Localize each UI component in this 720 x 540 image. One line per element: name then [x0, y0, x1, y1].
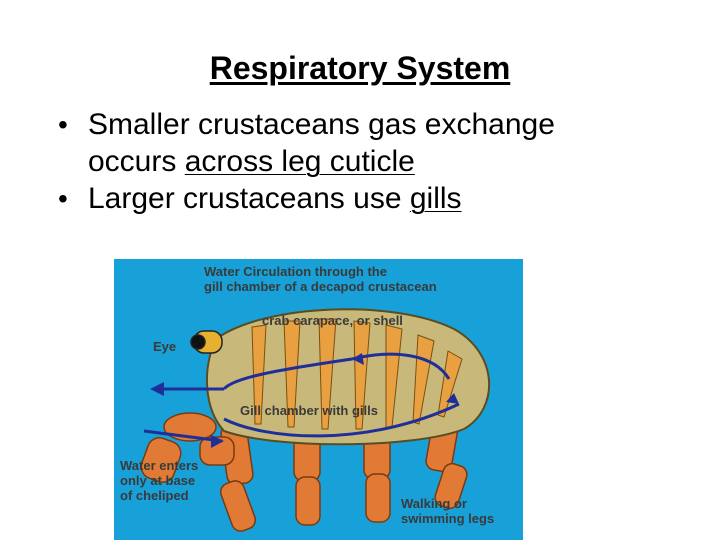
flow-arrow-right — [351, 352, 451, 380]
bullet-item-1: Smaller crustaceans gas exchange occurs … — [58, 106, 698, 180]
arrow-head-out — [150, 382, 164, 396]
water-enters-label: Water enters only at base of cheliped — [120, 458, 198, 503]
leg-4-lower — [434, 462, 468, 510]
figure-heading-line-1: Water Circulation through the — [204, 264, 387, 279]
arrow-head-lower — [446, 393, 459, 404]
eye-ball — [190, 334, 206, 350]
bullet-2-underlined-text: gills — [409, 182, 462, 215]
arrow-head-upper — [352, 353, 364, 365]
bullet-1-line-2-prefix: occurs — [88, 145, 185, 178]
gill-4 — [353, 320, 371, 430]
bullet-item-2: Larger crustaceans use gills — [58, 180, 698, 217]
carapace-label: crab carapace, or shell — [262, 313, 403, 328]
leg-3-lower — [365, 473, 391, 523]
water-flow-arrows — [143, 352, 460, 443]
gill-2 — [283, 320, 301, 428]
crab-illustration — [140, 308, 491, 532]
gill-chamber-label: Gill chamber with gills — [240, 403, 378, 418]
water-label-line-3: of cheliped — [120, 488, 189, 503]
figure-heading-line-2: gill chamber of a decapod crustacean — [204, 279, 437, 294]
arrow-heads — [150, 353, 459, 448]
gills — [251, 318, 463, 430]
bullet-list: Smaller crustaceans gas exchange occurs … — [58, 106, 698, 217]
cheliped-base — [199, 436, 235, 466]
bullet-2-prefix: Larger crustaceans use — [88, 182, 410, 215]
water-label-line-1: Water enters — [120, 458, 199, 473]
figure-heading: Water Circulation through the gill chamb… — [204, 264, 437, 294]
leg-2-lower — [295, 476, 321, 526]
flow-arrow-in — [143, 429, 223, 443]
cheliped-claw — [140, 437, 182, 483]
flow-arrow-upper — [222, 357, 353, 391]
legs-label-line-1: Walking or — [401, 496, 467, 511]
eye-label: Eye — [153, 339, 177, 354]
leg-1-lower — [219, 480, 257, 532]
arrow-head-in — [211, 435, 224, 448]
walking-legs-label: Walking or swimming legs — [401, 496, 494, 526]
gill-3 — [318, 318, 337, 430]
water-label-line-2: only at base — [120, 473, 196, 488]
gill-chamber-diagram: Water Circulation through the gill chamb… — [114, 259, 523, 540]
bullet-1-underlined-text: across leg cuticle — [184, 145, 415, 178]
slide-title: Respiratory System — [209, 50, 511, 86]
eye — [190, 330, 223, 354]
legs-label-line-2: swimming legs — [401, 511, 495, 526]
gill-7 — [437, 350, 463, 418]
bullet-1-line-1: Smaller crustaceans gas exchange — [88, 108, 555, 141]
flow-arrow-lower — [223, 402, 460, 438]
